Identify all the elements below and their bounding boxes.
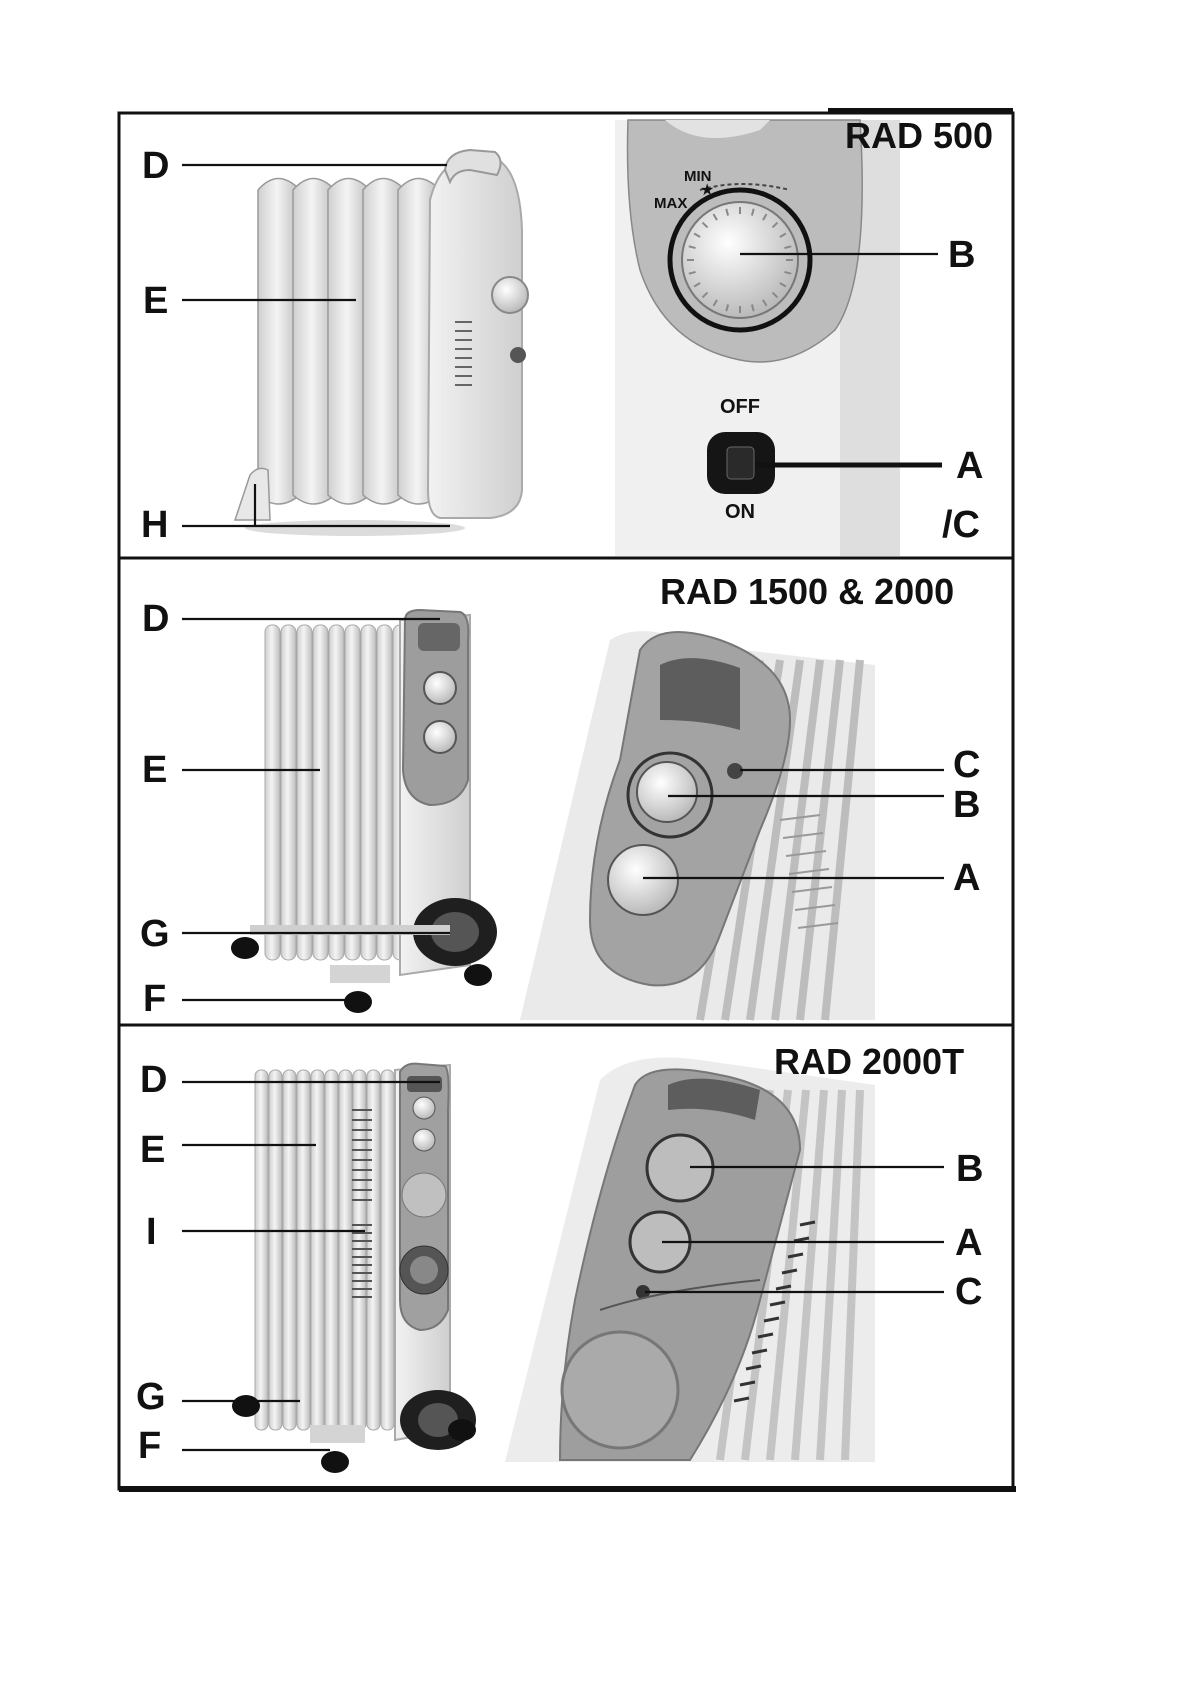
model-title: RAD 2000T — [774, 1041, 964, 1082]
callout-d: D — [142, 145, 169, 187]
fin — [329, 625, 344, 960]
callout-g: G — [140, 913, 170, 955]
wheel — [448, 1419, 476, 1441]
callout-e: E — [143, 280, 168, 322]
callout-c: /C — [942, 504, 980, 546]
panel-rad-1500-2000: D E G F RAD 1500 & 2000 C B A — [140, 571, 980, 1020]
fin — [283, 1070, 296, 1430]
callout-d: D — [142, 598, 169, 640]
fin — [265, 625, 280, 960]
model-title: RAD 500 — [845, 115, 993, 156]
callout-c: C — [955, 1271, 982, 1313]
switch-off-label: OFF — [720, 396, 760, 418]
fin — [269, 1070, 282, 1430]
callout-b: B — [953, 784, 980, 826]
control-closeup: MIN MAX ★ OFF ON — [615, 120, 900, 556]
callout-h: H — [141, 504, 168, 546]
callout-i: I — [146, 1211, 157, 1253]
callout-d: D — [140, 1059, 167, 1101]
heater-illustration — [231, 610, 497, 1013]
fin — [311, 1070, 324, 1430]
wheel — [232, 1395, 260, 1417]
fin — [345, 625, 360, 960]
model-title: RAD 1500 & 2000 — [660, 571, 954, 612]
callout-a: A — [955, 1222, 982, 1264]
callout-a: A — [953, 857, 980, 899]
fin — [297, 1070, 310, 1430]
callout-f: F — [143, 978, 166, 1020]
fin — [325, 1070, 338, 1430]
fin — [281, 625, 296, 960]
wheel — [344, 991, 372, 1013]
callout-f: F — [138, 1425, 161, 1467]
panel-rad-500: D E H MIN MAX ★ OFF ON RAD 500 B A — [141, 115, 993, 556]
dial-max-label: MAX — [654, 195, 687, 212]
star-icon: ★ — [700, 182, 714, 199]
callout-e: E — [140, 1129, 165, 1171]
fin — [361, 625, 376, 960]
heater-illustration — [235, 150, 528, 536]
fin — [377, 625, 392, 960]
fin — [381, 1070, 394, 1430]
callout-g: G — [136, 1376, 166, 1418]
callout-b: B — [948, 234, 975, 276]
wheel — [464, 964, 492, 986]
fin — [339, 1070, 352, 1430]
control-closeup — [520, 631, 875, 1020]
callout-a: A — [956, 445, 983, 487]
fin — [297, 625, 312, 960]
callout-b: B — [956, 1148, 983, 1190]
wheel — [231, 937, 259, 959]
callout-c: C — [953, 744, 980, 786]
callout-e: E — [142, 749, 167, 791]
wheel — [321, 1451, 349, 1473]
heater-illustration — [232, 1064, 476, 1473]
fin — [255, 1070, 268, 1430]
control-closeup — [505, 1058, 875, 1463]
panel-rad-2000t: D E I G F RAD 2000T B A C — [136, 1041, 983, 1473]
switch-on-label: ON — [725, 501, 755, 523]
fin — [313, 625, 328, 960]
